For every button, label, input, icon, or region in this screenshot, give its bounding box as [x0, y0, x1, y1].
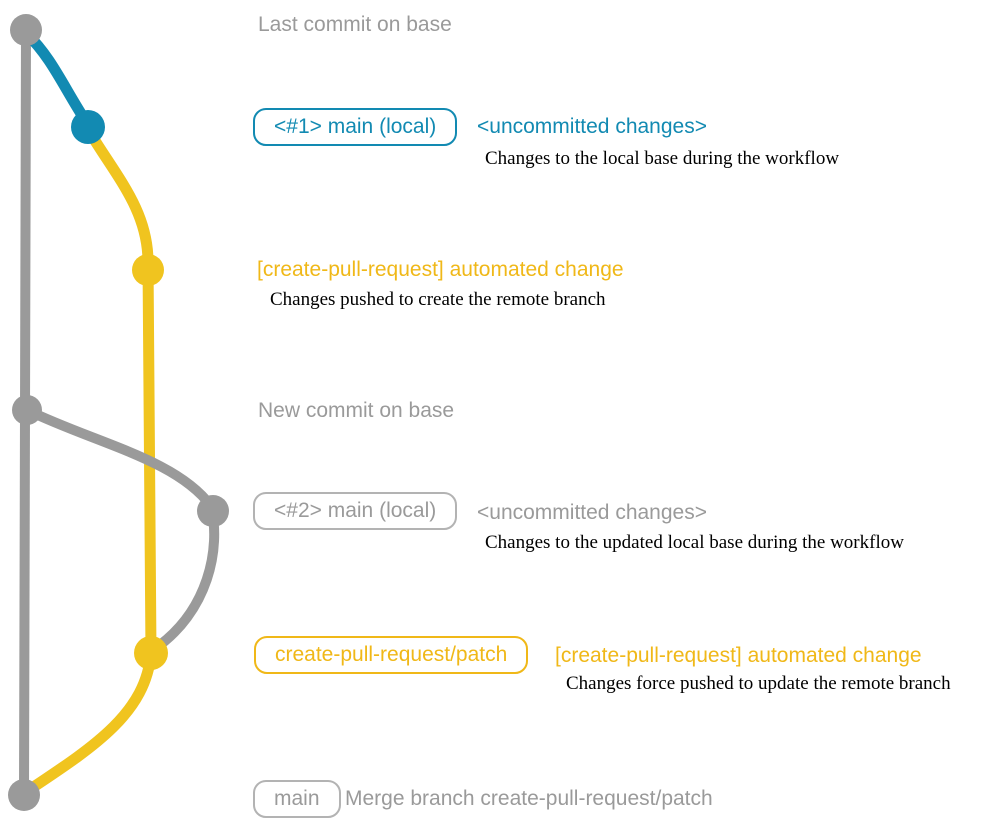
- commit-dot-remote-branch-2: [134, 636, 168, 670]
- create-pull-request-branch-line: [20, 125, 157, 798]
- branch-badge-create-pull-request-patch: create-pull-request/patch: [254, 636, 529, 674]
- note-updated-local-base-changes: Changes to the updated local base during…: [485, 532, 904, 553]
- note-pushed-to-create: Changes pushed to create the remote bran…: [270, 289, 606, 310]
- commit-dot-local-main-1: [71, 110, 105, 144]
- note-local-base-changes: Changes to the local base during the wor…: [485, 148, 840, 169]
- caption-last-commit-on-base: Last commit on base: [258, 13, 452, 36]
- commit-dot-remote-branch-1: [132, 254, 164, 286]
- local-main-2-branch-line: [22, 405, 220, 655]
- branch-badge-main-local-1: <#1> main (local): [253, 108, 458, 146]
- commit-dot-merge: [8, 779, 40, 811]
- note-force-pushed: Changes force pushed to update the remot…: [566, 673, 951, 694]
- git-graph: [8, 14, 229, 811]
- heading-uncommitted-changes-2: <uncommitted changes>: [477, 501, 707, 524]
- commit-dot-local-main-2: [197, 495, 229, 527]
- heading-automated-change-1: [create-pull-request] automated change: [257, 258, 624, 281]
- caption-new-commit-on-base: New commit on base: [258, 399, 455, 422]
- caption-merge-branch: Merge branch create-pull-request/patch: [345, 787, 713, 810]
- heading-automated-change-2: [create-pull-request] automated change: [555, 644, 922, 667]
- commit-dot-new-base: [12, 395, 42, 425]
- local-main-1-branch-line: [21, 28, 93, 129]
- commit-dot-last-base: [10, 14, 42, 46]
- heading-uncommitted-changes-1: <uncommitted changes>: [477, 115, 707, 138]
- branch-badge-main: main: [253, 780, 341, 818]
- branch-badge-main-local-2: <#2> main (local): [253, 492, 458, 530]
